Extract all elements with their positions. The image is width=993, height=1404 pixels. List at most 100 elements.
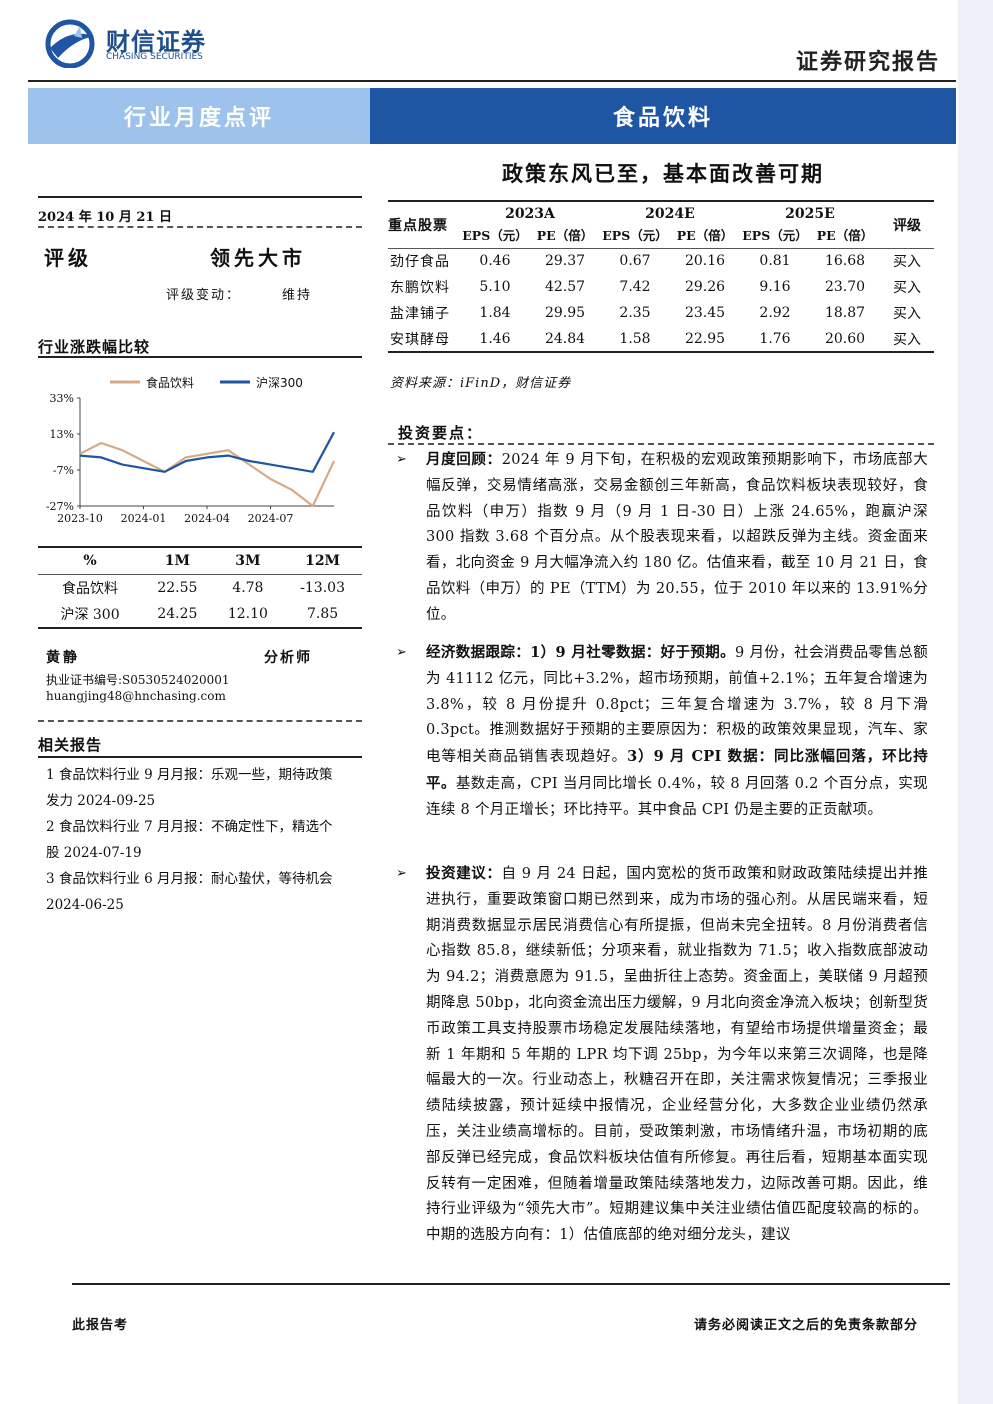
stock-name-cell: 安琪酵母 <box>390 331 450 348</box>
perf-cell: 食品饮料 <box>62 580 119 597</box>
analyst-name: 黄静 <box>46 650 80 666</box>
perf-cell: 22.55 <box>157 579 198 596</box>
para-economic-data: ➢ 经济数据跟踪：1）9 月社零数据：好于预期。9 月份，社会消费品零售总额为 … <box>396 640 928 824</box>
stock-value-cell: 1.46 <box>479 330 511 347</box>
para-body: 9 月份，社会消费品零售总额为 41112 亿元，同比+3.2%，超市场预期，前… <box>426 645 928 766</box>
stock-col-name: 重点股票 <box>388 217 448 234</box>
rating-value: 领先大市 <box>210 246 306 270</box>
table-row: 食品饮料 22.55 4.78 -13.03 <box>38 574 362 601</box>
stock-value-cell: 2.92 <box>759 305 791 321</box>
stock-value-cell: 0.67 <box>619 253 651 270</box>
related-reports-rule <box>38 756 362 758</box>
rating-row: 评级 领先大市 <box>44 238 344 270</box>
stock-value-cell: 42.57 <box>544 279 586 295</box>
investment-dash-divider <box>388 443 934 445</box>
footer-disclaimer-text: 请务必阅读正文之后的免责条款部分 <box>693 1318 918 1333</box>
perf-header-cell: 3M <box>235 552 261 569</box>
table-row: 盐津铺子 1.84 29.95 2.35 23.45 2.92 18.87 买入 <box>388 300 934 326</box>
y-tick-label: 13% <box>50 428 74 441</box>
arrow-bullet-icon: ➢ <box>396 645 407 660</box>
footer-left-text: 此报告考 <box>72 1318 129 1333</box>
stock-value-cell: 20.16 <box>684 253 726 270</box>
related-reports-title: 相关报告 <box>38 736 103 754</box>
date-dash-divider <box>38 226 362 228</box>
logo-emblem-icon <box>45 19 95 68</box>
perf-cell: 12.10 <box>227 606 268 622</box>
perf-cell: 7.85 <box>306 606 339 622</box>
para-heading: 经济数据跟踪：1）9 月社零数据：好于预期。 <box>426 644 735 661</box>
stock-rating-cell: 买入 <box>893 280 921 296</box>
legend-label: 食品饮料 <box>146 375 194 390</box>
rating-label: 评级 <box>44 246 92 270</box>
eps-header: EPS（元） <box>462 228 528 244</box>
pe-header: PE（倍） <box>676 228 734 244</box>
related-reports-list: 1 食品饮料行业 9 月月报：乐观一些，期待政策发力 2024-09-25 2 … <box>46 762 346 918</box>
industry-band: 食品饮料 <box>370 88 956 144</box>
stock-value-cell: 1.58 <box>619 330 651 347</box>
legend-label: 沪深300 <box>256 376 303 390</box>
stock-name-cell: 东鹏饮料 <box>390 280 450 296</box>
stock-value-cell: 23.45 <box>684 305 726 321</box>
x-tick-label: 2023-10 <box>57 512 103 525</box>
analyst-dash-divider <box>38 720 362 722</box>
analyst-role: 分析师 <box>264 650 312 666</box>
investment-highlights-title: 投资要点： <box>398 424 484 442</box>
perf-cell: 沪深 300 <box>60 607 120 623</box>
pe-header: PE（倍） <box>536 228 594 244</box>
footer-divider <box>72 1283 950 1285</box>
performance-table: % 1M 3M 12M 食品饮料 22.55 4.78 -13.03 沪深 30… <box>38 546 362 629</box>
eps-header: EPS（元） <box>742 228 808 244</box>
para-heading: 3）9 月 CPI 数据：同比涨幅回落，环比持平。 <box>426 748 928 792</box>
rating-change-value: 维持 <box>282 288 313 303</box>
logo-text-cn: 财信证券 <box>106 28 206 56</box>
series-line <box>79 441 335 508</box>
para-body: 基数走高，CPI 当月同比增长 0.4%，较 8 月回落 0.2 个百分点，实现… <box>426 775 928 818</box>
series-line <box>79 431 335 473</box>
related-report-item[interactable]: 3 食品饮料行业 6 月月报：耐心蛰伏，等待机会 2024-06-25 <box>46 871 333 913</box>
report-category-band: 行业月度点评 <box>28 88 370 144</box>
stock-value-cell: 22.95 <box>684 330 726 347</box>
stock-rating-cell: 买入 <box>893 254 921 271</box>
stock-value-cell: 2.35 <box>619 305 651 321</box>
stock-value-cell: 9.16 <box>759 279 791 295</box>
perf-cell: 24.25 <box>157 606 198 622</box>
y-tick-label: 33% <box>50 392 74 405</box>
stock-value-cell: 29.95 <box>544 305 586 321</box>
pe-header: PE（倍） <box>816 228 874 244</box>
stock-rating-cell: 买入 <box>893 331 921 348</box>
report-type-label: 证券研究报告 <box>795 49 940 75</box>
stock-value-cell: 24.84 <box>544 330 586 347</box>
stock-value-cell: 18.87 <box>824 305 866 321</box>
para-body: 自 9 月 24 日起，国内宽松的货币政策和财政政策陆续提出并推进执行，重要政策… <box>426 866 928 1244</box>
y-tick-label: -27% <box>46 500 74 513</box>
stock-col-rating: 评级 <box>893 217 921 234</box>
eps-header: EPS（元） <box>602 228 668 244</box>
year-header: 2025E <box>785 206 835 222</box>
related-report-item[interactable]: 1 食品饮料行业 9 月月报：乐观一些，期待政策发力 2024-09-25 <box>46 767 333 809</box>
perf-header-cell: 12M <box>305 552 341 569</box>
related-report-item[interactable]: 2 食品饮料行业 7 月月报：不确定性下，精选个股 2024-07-19 <box>46 819 333 861</box>
para-monthly-review: ➢ 月度回顾：2024 年 9 月下旬，在积极的宏观政策预期影响下，市场底部大幅… <box>396 447 928 629</box>
page-side-strip <box>958 0 993 1404</box>
stock-value-cell: 1.84 <box>479 305 511 321</box>
stock-value-cell: 7.42 <box>619 279 651 295</box>
x-tick-label: 2024-07 <box>248 512 294 525</box>
stock-value-cell: 29.37 <box>544 253 586 270</box>
analyst-email[interactable]: huangjing48@hnchasing.com <box>46 689 226 703</box>
report-headline: 政策东风已至，基本面改善可期 <box>502 161 824 186</box>
arrow-bullet-icon: ➢ <box>396 866 407 881</box>
stock-name-cell: 盐津铺子 <box>390 306 450 322</box>
para-investment-advice: ➢ 投资建议：自 9 月 24 日起，国内宽松的货币政策和财政政策陆续提出并推进… <box>396 861 928 1249</box>
table-source-note: 资料来源：iFinD，财信证券 <box>390 376 572 391</box>
perf-cell: 4.78 <box>232 579 264 596</box>
stock-rating-cell: 买入 <box>893 306 921 322</box>
year-header: 2024E <box>645 206 695 222</box>
stock-value-cell: 1.76 <box>759 330 791 347</box>
stock-value-cell: 16.68 <box>824 253 866 270</box>
perf-cell: -13.03 <box>300 579 345 596</box>
